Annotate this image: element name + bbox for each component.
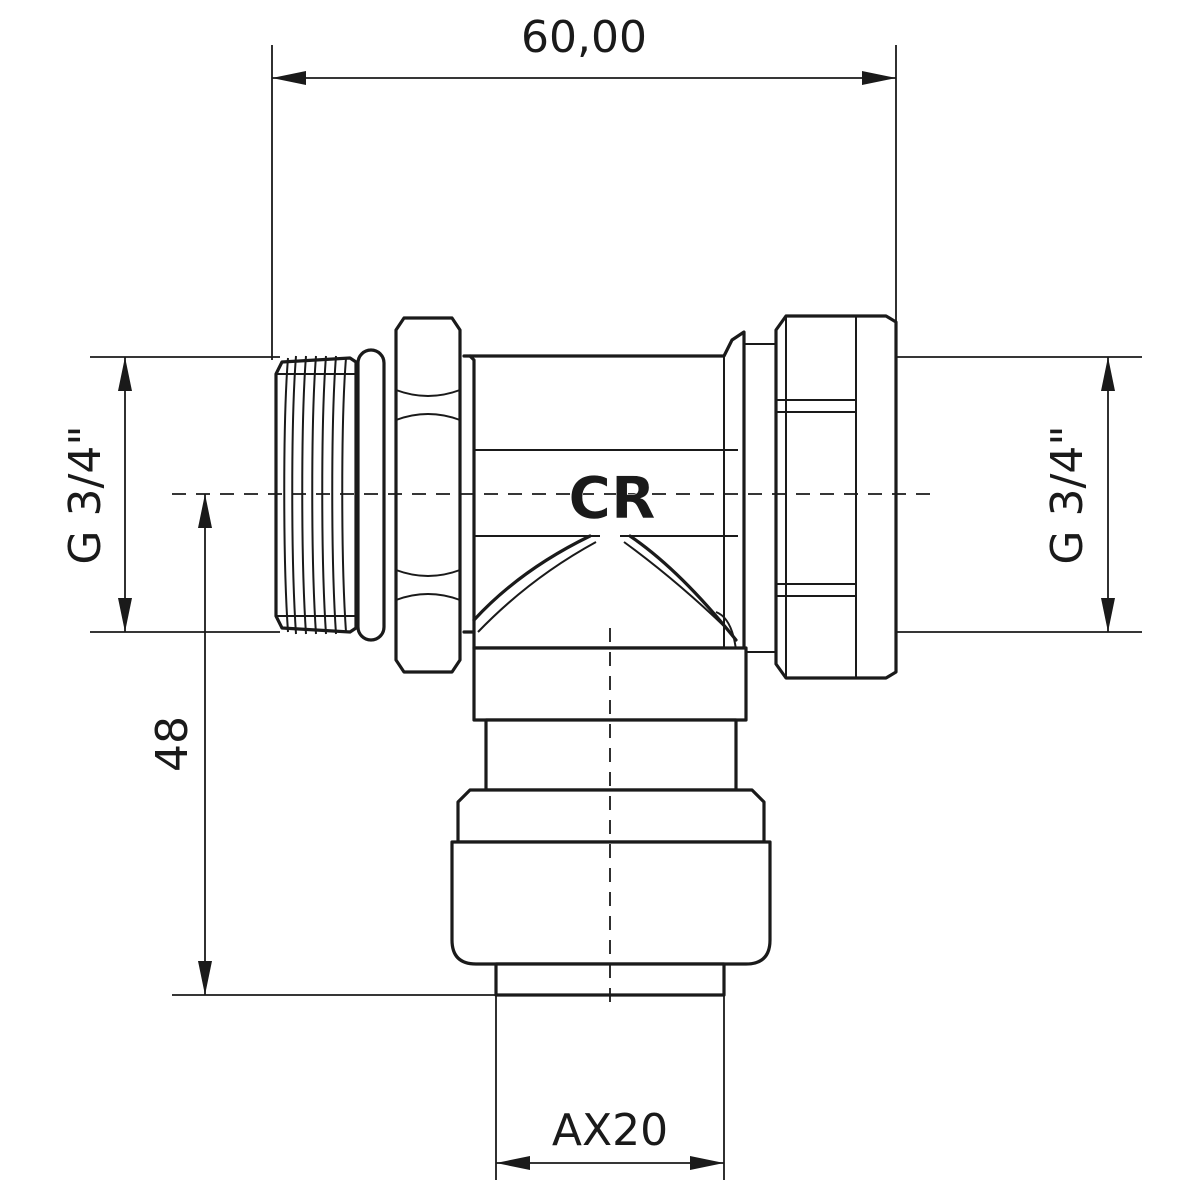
dimension-width-label: 60,00: [521, 12, 647, 63]
dimension-width-top: 60,00: [271, 12, 897, 360]
branch-outlet: [450, 646, 772, 997]
logo-marking: CR: [568, 464, 655, 532]
height-label: 48: [147, 716, 198, 772]
left-hex-nut: [394, 316, 462, 674]
thread-right-label: G 3/4": [1042, 425, 1093, 564]
dimension-thread-right: G 3/4": [880, 356, 1142, 633]
dimension-outlet-bottom: AX20: [495, 995, 725, 1180]
dimension-thread-left: G 3/4": [60, 356, 280, 633]
outlet-label: AX20: [552, 1105, 668, 1156]
left-male-thread: [274, 355, 358, 635]
right-union-nut: [744, 314, 898, 680]
thread-left-label: G 3/4": [60, 425, 111, 564]
tee-body: [462, 330, 746, 662]
o-ring: [356, 348, 386, 642]
dimension-height-left: 48: [147, 494, 498, 996]
